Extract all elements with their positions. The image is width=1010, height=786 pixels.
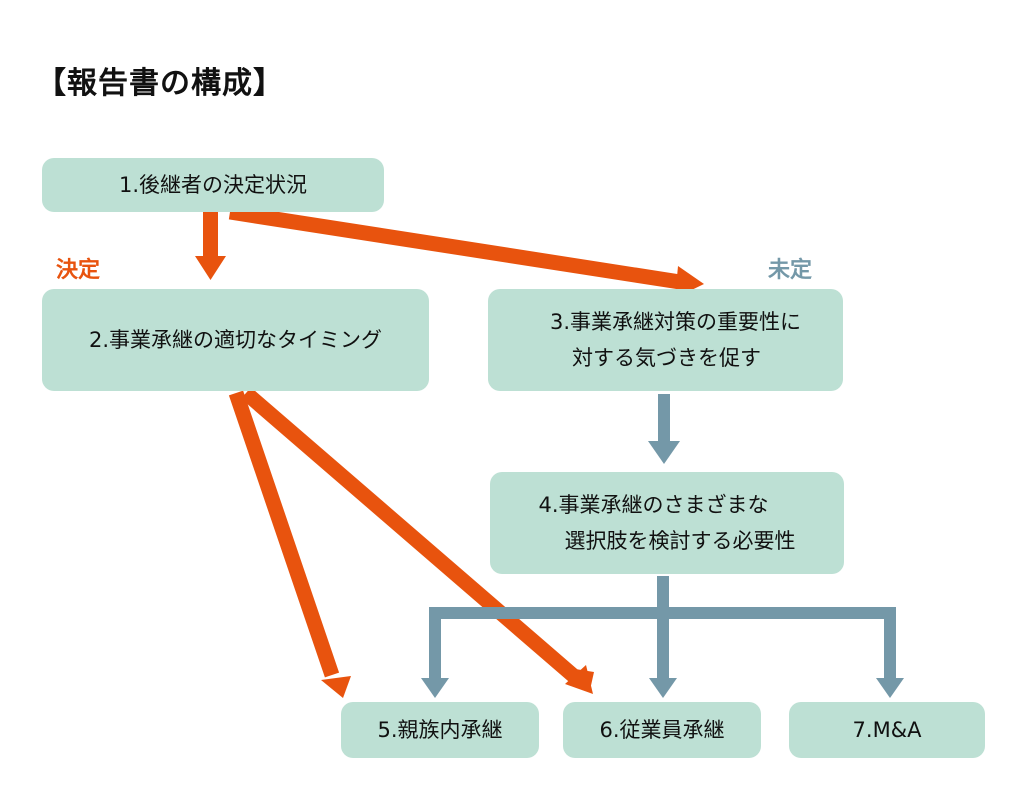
edge-3-4: [648, 394, 680, 464]
page-title: 【報告書の構成】: [36, 66, 284, 101]
node-3: 3.事業承継対策の重要性に 対する気づきを促す: [488, 289, 843, 391]
node-4-text-line1: 4.事業承継のさまざまな: [538, 493, 769, 517]
edge-1-2: [195, 212, 226, 280]
node-4-text-line2: 選択肢を検討する必要性: [564, 529, 796, 553]
edge-4-5: [421, 678, 449, 698]
node-4: 4.事業承継のさまざまな 選択肢を検討する必要性: [490, 472, 844, 574]
node-3-text-line2: 対する気づきを促す: [571, 346, 761, 370]
node-2: 2.事業承継の適切なタイミング: [42, 289, 429, 391]
node-7: 7.M&A: [789, 702, 985, 758]
node-1: 1.後継者の決定状況: [42, 158, 384, 212]
edge-2-6: [241, 387, 594, 694]
node-1-text: 1.後継者の決定状況: [118, 173, 308, 197]
edge-4-branch: [429, 576, 896, 680]
node-2-text: 2.事業承継の適切なタイミング: [88, 328, 383, 352]
node-7-text: 7.M&A: [852, 718, 922, 742]
edge-2-5: [228, 390, 351, 698]
node-6-text: 6.従業員承継: [599, 718, 725, 742]
edge-4-6: [649, 678, 677, 698]
undecided-label: 未定: [768, 258, 813, 283]
decided-label: 決定: [56, 258, 101, 283]
edge-1-3: [228, 204, 704, 298]
node-6: 6.従業員承継: [563, 702, 761, 758]
node-5: 5.親族内承継: [341, 702, 539, 758]
node-5-text: 5.親族内承継: [377, 718, 503, 742]
node-3-text-line1: 3.事業承継対策の重要性に: [549, 310, 802, 334]
edge-4-7: [876, 678, 904, 698]
